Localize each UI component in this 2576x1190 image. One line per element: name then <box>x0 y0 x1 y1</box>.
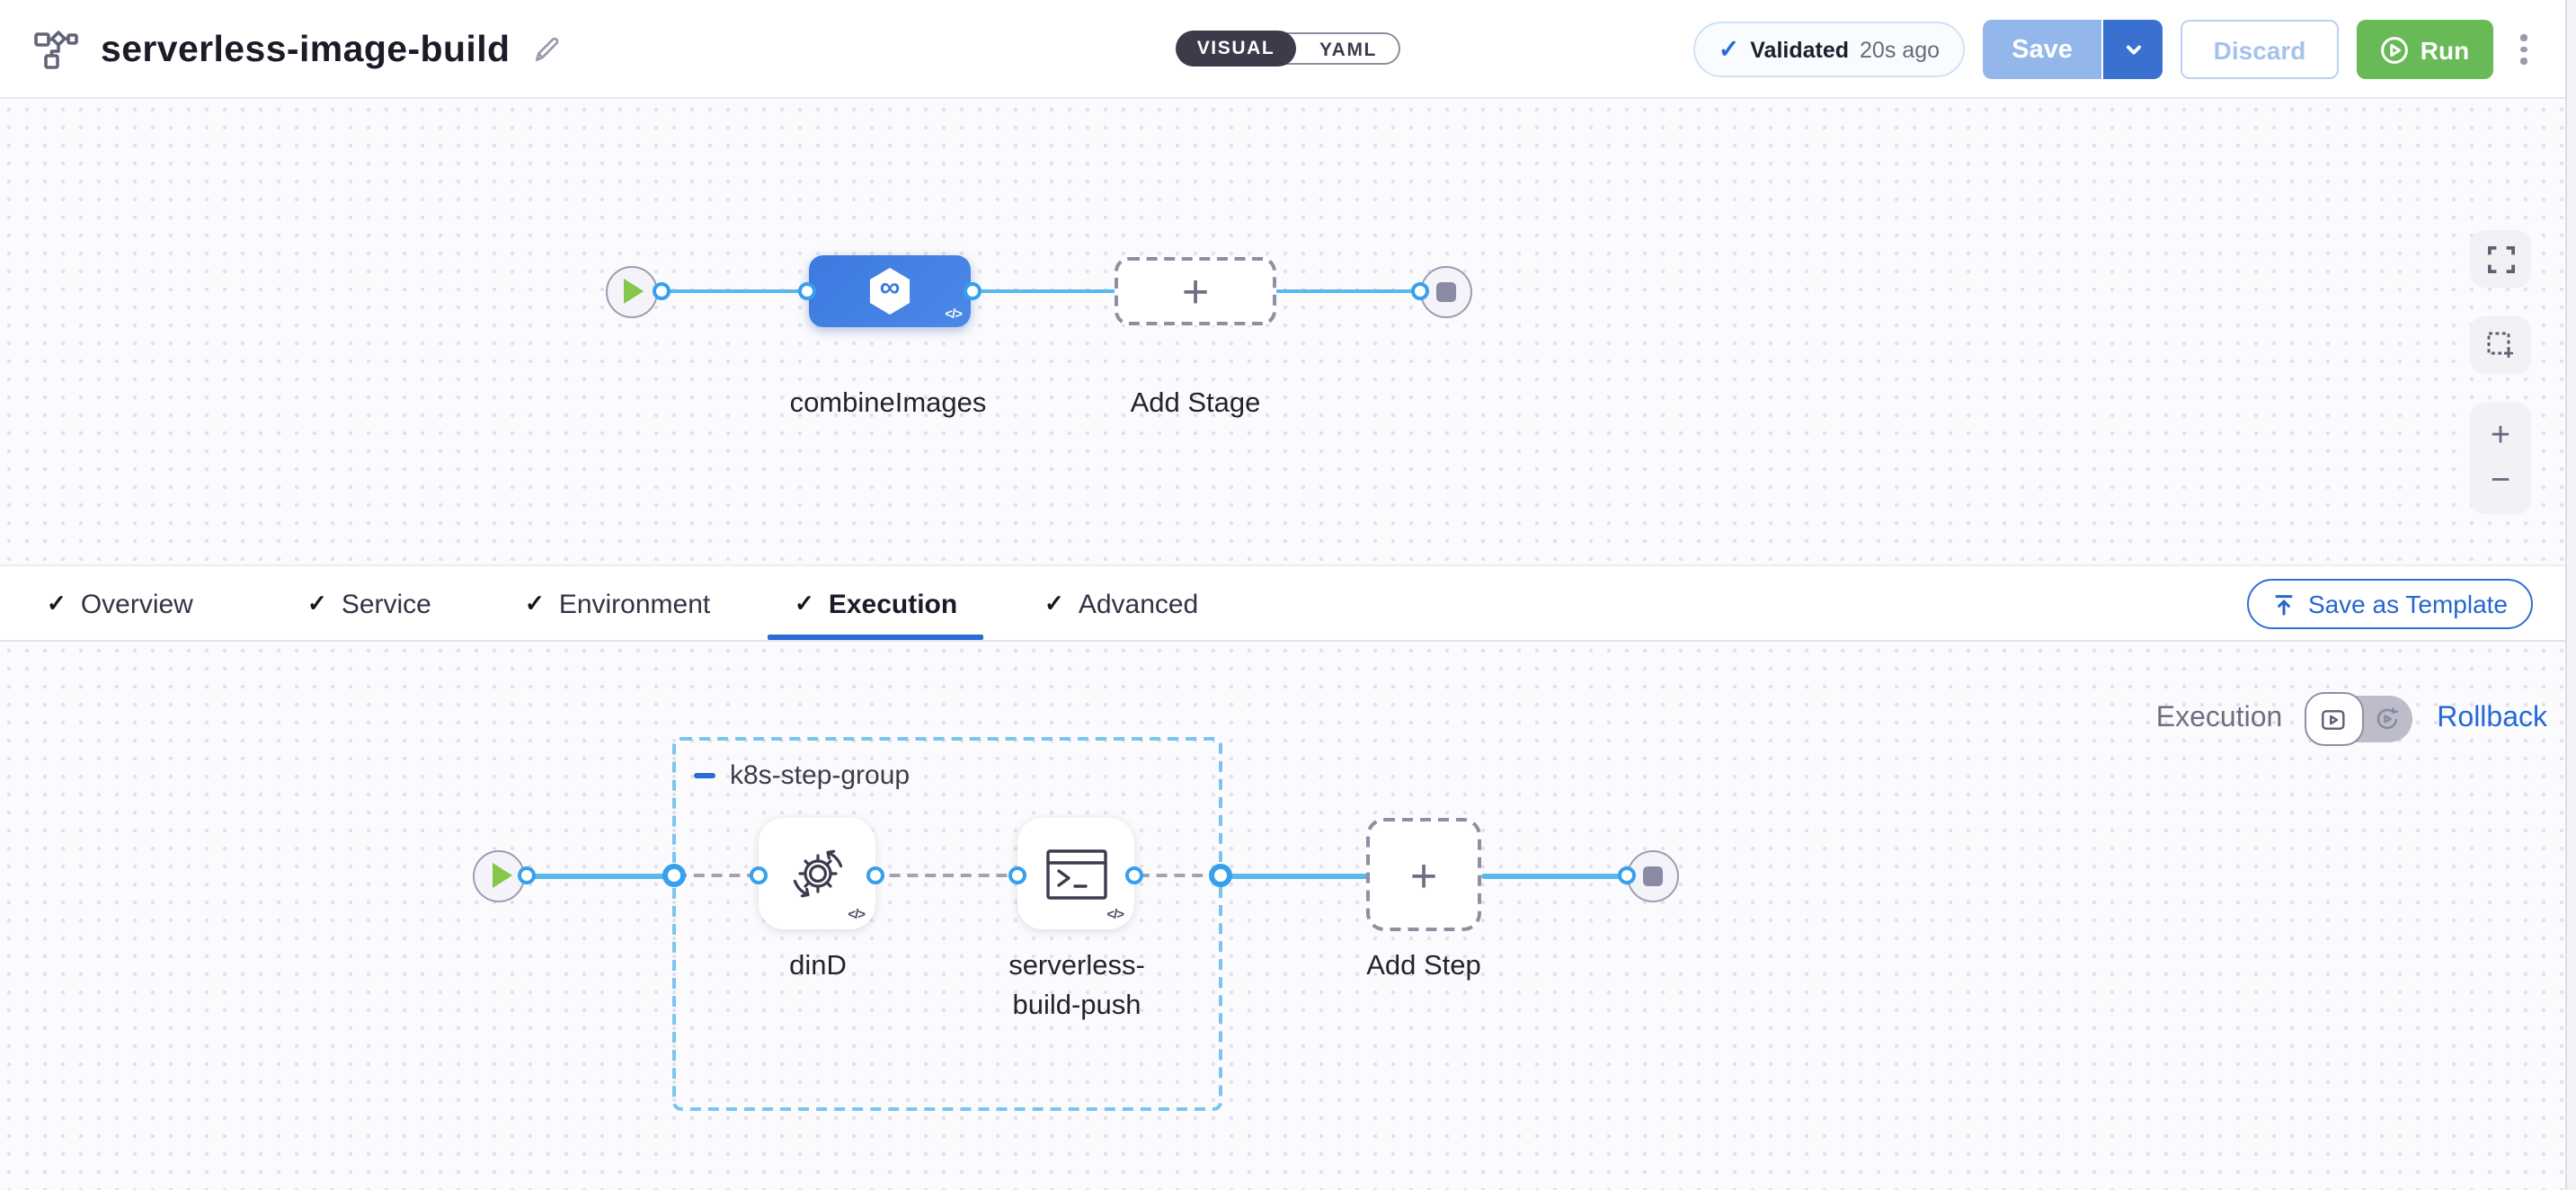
add-stage-button[interactable]: + <box>1115 257 1276 325</box>
rollback-link[interactable]: Rollback <box>2437 703 2547 733</box>
stage-label: combineImages <box>789 388 987 419</box>
save-options-button[interactable] <box>2103 20 2163 79</box>
connector-line <box>1219 874 1370 878</box>
validated-time: 20s ago <box>1860 37 1940 62</box>
dashed-connector-line <box>676 874 1221 877</box>
selection-box-icon <box>2487 332 2513 358</box>
execution-mode-icon <box>2322 709 2345 729</box>
group-edge-port[interactable] <box>1209 864 1232 887</box>
rollback-toggle-side[interactable] <box>2363 696 2412 742</box>
connector-port[interactable] <box>964 282 982 300</box>
add-step-button[interactable]: + <box>1366 818 1481 931</box>
execution-end-node <box>1626 849 1678 901</box>
fullscreen-button[interactable] <box>2470 230 2531 288</box>
visual-tab[interactable]: VISUAL <box>1176 31 1296 67</box>
code-badge-icon: </> <box>1106 906 1124 922</box>
pipeline-icon <box>34 30 78 68</box>
upload-icon <box>2275 594 2293 615</box>
connector-port[interactable] <box>1411 282 1429 300</box>
connector-line <box>1481 874 1629 878</box>
connector-port[interactable] <box>653 282 671 300</box>
save-split-button: Save <box>1983 20 2163 79</box>
connector-port[interactable] <box>1008 866 1026 884</box>
add-stage-label: Add Stage <box>1130 388 1261 419</box>
stop-icon <box>1642 866 1662 885</box>
step-label-serverless-build-push: serverless-build-push <box>1008 951 1145 1022</box>
tab-environment[interactable]: ✓ Environment <box>525 589 711 619</box>
plus-icon: + <box>1409 848 1438 901</box>
save-button[interactable]: Save <box>1983 20 2103 79</box>
step-group-label: k8s-step-group <box>730 760 910 791</box>
step-group-container[interactable] <box>672 737 1222 1111</box>
tab-service[interactable]: ✓ Service <box>307 589 431 619</box>
edit-pencil-icon[interactable] <box>531 34 562 65</box>
gear-sync-icon <box>792 849 842 898</box>
tab-advanced[interactable]: ✓ Advanced <box>1044 589 1199 619</box>
fullscreen-icon <box>2487 245 2514 272</box>
add-step-label: Add Step <box>1366 951 1481 981</box>
group-edge-port[interactable] <box>662 864 685 887</box>
stop-icon <box>1435 281 1455 301</box>
start-play-icon <box>624 279 644 304</box>
save-as-template-button[interactable]: Save as Template <box>2246 579 2533 629</box>
validated-badge[interactable]: ✓ Validated 20s ago <box>1692 22 1965 77</box>
run-button[interactable]: Run <box>2357 20 2493 79</box>
tab-check-icon: ✓ <box>525 590 545 617</box>
more-options-menu[interactable] <box>2511 20 2536 79</box>
stage-tabbar: ✓ Overview ✓ Service ✓ Environment ✓ Exe… <box>0 564 2565 642</box>
tab-check-icon: ✓ <box>1044 590 1064 617</box>
page-title: serverless-image-build <box>101 28 511 69</box>
validated-check-icon: ✓ <box>1718 34 1740 63</box>
zoom-in-button[interactable]: + <box>2490 417 2511 455</box>
zoom-out-button[interactable]: − <box>2490 462 2511 500</box>
execution-mode-label: Execution <box>2155 703 2283 733</box>
step-node-dind[interactable]: </> <box>759 818 875 929</box>
run-play-icon <box>2381 36 2409 63</box>
tab-overview[interactable]: ✓ Overview <box>47 589 193 619</box>
execution-mode-row: Execution Rollback <box>2156 692 2565 746</box>
tab-check-icon: ✓ <box>795 590 814 617</box>
connector-port[interactable] <box>1618 866 1636 884</box>
connector-port[interactable] <box>750 866 768 884</box>
step-node-serverless-build-push[interactable]: </> <box>1017 818 1134 929</box>
stage-connector-line <box>662 289 1420 293</box>
execution-canvas[interactable]: Execution Rollback <box>0 642 2565 1190</box>
connector-port[interactable] <box>798 282 816 300</box>
execution-rollback-toggle[interactable] <box>2304 692 2412 746</box>
tab-check-icon: ✓ <box>307 590 327 617</box>
ci-stage-icon: ∞ <box>869 268 910 315</box>
tab-execution[interactable]: ✓ Execution <box>795 589 958 619</box>
connector-port[interactable] <box>1125 866 1143 884</box>
validated-label: Validated <box>1750 37 1850 62</box>
scrollbar-track[interactable] <box>2565 0 2576 1190</box>
connector-port[interactable] <box>866 866 884 884</box>
connector-port[interactable] <box>518 866 536 884</box>
yaml-tab[interactable]: YAML <box>1319 39 1377 60</box>
code-badge-icon: </> <box>848 906 866 922</box>
terminal-icon <box>1045 848 1106 899</box>
run-label: Run <box>2420 35 2470 64</box>
header: serverless-image-build VISUAL YAML ✓ Val… <box>0 0 2565 99</box>
discard-button[interactable]: Discard <box>2181 20 2339 79</box>
multi-select-button[interactable] <box>2470 316 2531 374</box>
stage-canvas[interactable]: ∞ </> + combineImages Add Stage + − <box>0 101 2565 564</box>
step-label-dind: dinD <box>789 951 847 981</box>
tab-check-icon: ✓ <box>47 590 67 617</box>
collapse-group-icon[interactable] <box>694 773 715 778</box>
execution-toggle-knob[interactable] <box>2304 692 2364 746</box>
active-tab-underline <box>768 635 983 640</box>
start-play-icon <box>492 863 511 888</box>
chevron-down-icon <box>2125 44 2141 54</box>
connector-line <box>527 874 678 878</box>
zoom-controls: + − <box>2470 403 2531 514</box>
visual-yaml-toggle: VISUAL YAML <box>1176 31 1400 67</box>
plus-icon: + <box>1181 264 1210 318</box>
code-badge-icon: </> <box>945 306 963 322</box>
rollback-mode-icon <box>2376 707 2399 730</box>
pipeline-start-node <box>605 265 657 317</box>
stage-node-combineimages[interactable]: ∞ </> <box>809 255 971 327</box>
